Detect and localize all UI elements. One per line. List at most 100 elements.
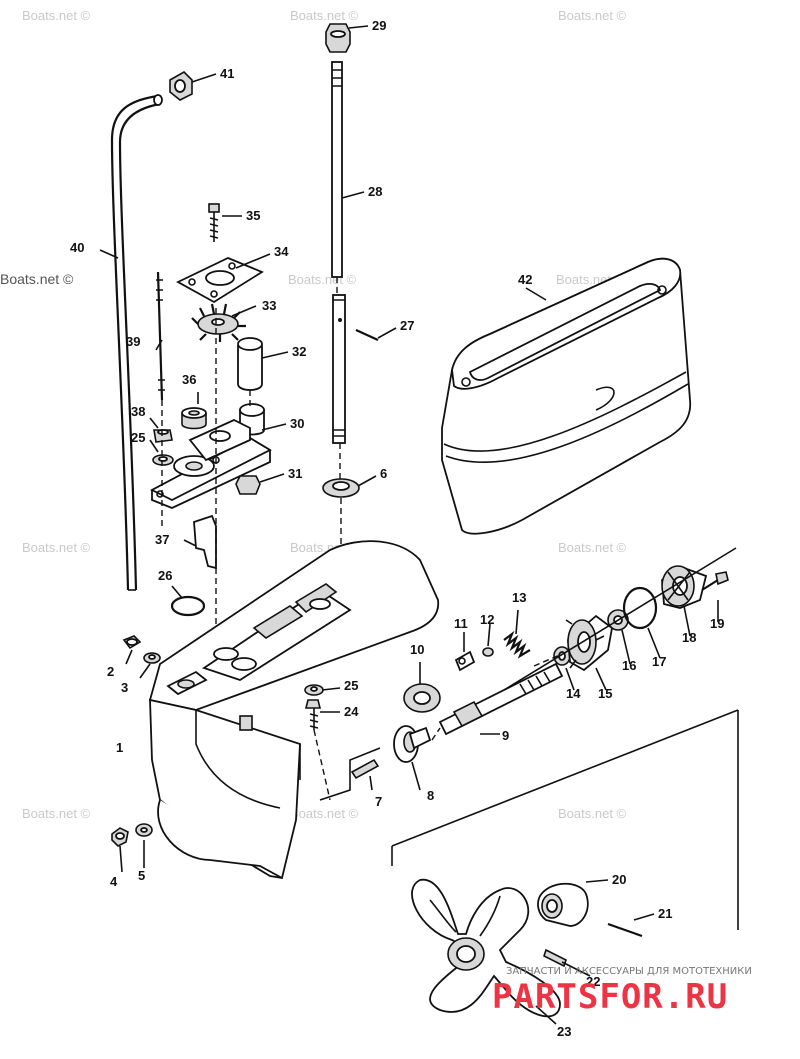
part-label-18: 18 (682, 630, 696, 645)
part-label-42: 42 (518, 272, 532, 287)
part-label-23: 23 (557, 1024, 571, 1039)
part-11-clip (454, 650, 476, 672)
part-25-washer-lower (304, 684, 324, 696)
part-19-screw (701, 571, 729, 591)
watermark: Boats.net © (0, 271, 74, 287)
watermark: Boats.net © (290, 8, 359, 23)
part-label-25-upper: 25 (131, 430, 145, 445)
part-label-22: 22 (586, 974, 600, 989)
part-label-40: 40 (70, 240, 84, 255)
part-24-screw (304, 699, 331, 801)
part-label-25-lower: 25 (344, 678, 358, 693)
part-41-grommet (169, 71, 193, 101)
part-26-o-ring (170, 595, 206, 617)
part-label-9: 9 (502, 728, 509, 743)
part-3-washer (143, 652, 161, 664)
part-20-cone (537, 882, 589, 927)
part-label-29: 29 (372, 18, 386, 33)
part-4-screw (111, 827, 129, 847)
part-18-bearing-carrier (661, 565, 708, 609)
part-label-7: 7 (375, 794, 382, 809)
part-label-37: 37 (155, 532, 169, 547)
part-label-16: 16 (622, 658, 636, 673)
part-label-15: 15 (598, 686, 612, 701)
part-32-insert (237, 337, 263, 391)
part-22-shear-pin (543, 948, 567, 968)
part-label-33: 33 (262, 298, 276, 313)
part-39-stud (156, 271, 165, 401)
part-5-washer (135, 823, 153, 837)
part-2-screw (122, 635, 142, 650)
part-6-bearing (322, 478, 360, 545)
alignment-lines-shaft (319, 547, 737, 801)
part-label-26: 26 (158, 568, 172, 583)
part-40-water-tube (110, 94, 163, 591)
part-labels: 1 2 3 4 5 6 7 8 9 10 11 12 13 14 15 16 1… (70, 18, 724, 1039)
part-label-27: 27 (400, 318, 414, 333)
part-27-pin (355, 328, 379, 342)
part-label-5: 5 (138, 868, 145, 883)
part-label-2: 2 (107, 664, 114, 679)
part-label-32: 32 (292, 344, 306, 359)
watermark: Boats.net © (288, 272, 357, 287)
leader-lines (99, 25, 719, 1025)
part-label-6: 6 (380, 466, 387, 481)
brand-tagline: ЗАПЧАСТИ И АКСЕССУАРЫ ДЛЯ МОТОТЕХНИКИ (506, 966, 752, 977)
part-35-screw (208, 203, 220, 242)
part-label-19: 19 (710, 616, 724, 631)
part-label-28: 28 (368, 184, 382, 199)
partsfor-branding: ЗАПЧАСТИ И АКСЕССУАРЫ ДЛЯ МОТОТЕХНИКИ PA… (492, 966, 752, 1017)
part-label-38: 38 (131, 404, 145, 419)
part-label-14: 14 (566, 686, 581, 701)
part-38-nut (153, 429, 173, 443)
watermark: Boats.net © (558, 540, 627, 555)
part-label-31: 31 (288, 466, 302, 481)
part-8-flange (393, 725, 432, 763)
alignment-lines-upper (161, 308, 251, 640)
watermark: Boats.net © (290, 806, 359, 821)
part-37-bracket (193, 514, 217, 570)
part-30-pump-housing (150, 403, 272, 509)
part-label-12: 12 (480, 612, 494, 627)
part-label-4: 4 (110, 874, 118, 889)
part-36-bushing (181, 407, 207, 430)
part-25-washer (152, 454, 174, 466)
part-31-grommet (235, 475, 261, 495)
part-42-exhaust-housing (441, 257, 692, 535)
part-label-36: 36 (182, 372, 196, 387)
watermark: Boats.net © (558, 8, 627, 23)
propeller-frame (391, 709, 739, 930)
watermark: Boats.net © (22, 806, 91, 821)
part-label-39: 39 (126, 334, 140, 349)
part-label-11: 11 (454, 616, 468, 631)
part-label-34: 34 (274, 244, 289, 259)
part-label-10: 10 (410, 642, 424, 657)
part-10-bearing (403, 683, 441, 713)
part-label-35: 35 (246, 208, 260, 223)
part-17-o-ring (622, 586, 658, 630)
part-label-17: 17 (652, 654, 666, 669)
part-15-gear (565, 614, 613, 672)
part-label-8: 8 (427, 788, 434, 803)
part-28-upper-driveshaft (331, 61, 343, 295)
part-label-41: 41 (220, 66, 234, 81)
brand-site: PARTSFOR.RU (492, 977, 728, 1017)
watermark: Boats.net © (22, 540, 91, 555)
part-label-3: 3 (121, 680, 128, 695)
part-label-13: 13 (512, 590, 526, 605)
lower-driveshaft (332, 294, 346, 480)
part-9-propeller-shaft (431, 662, 564, 741)
part-label-20: 20 (612, 872, 626, 887)
part-21-cotter-pin (607, 922, 643, 938)
part-23-propeller (411, 878, 561, 1018)
part-1-gearcase (148, 540, 440, 880)
part-7-key (350, 758, 380, 780)
part-13-spring (503, 630, 531, 659)
watermark: Boats.net © (22, 8, 91, 23)
part-12-pin (482, 647, 494, 657)
part-33-impeller (191, 303, 246, 342)
part-label-30: 30 (290, 416, 304, 431)
part-label-24: 24 (344, 704, 359, 719)
part-label-1: 1 (116, 740, 123, 755)
